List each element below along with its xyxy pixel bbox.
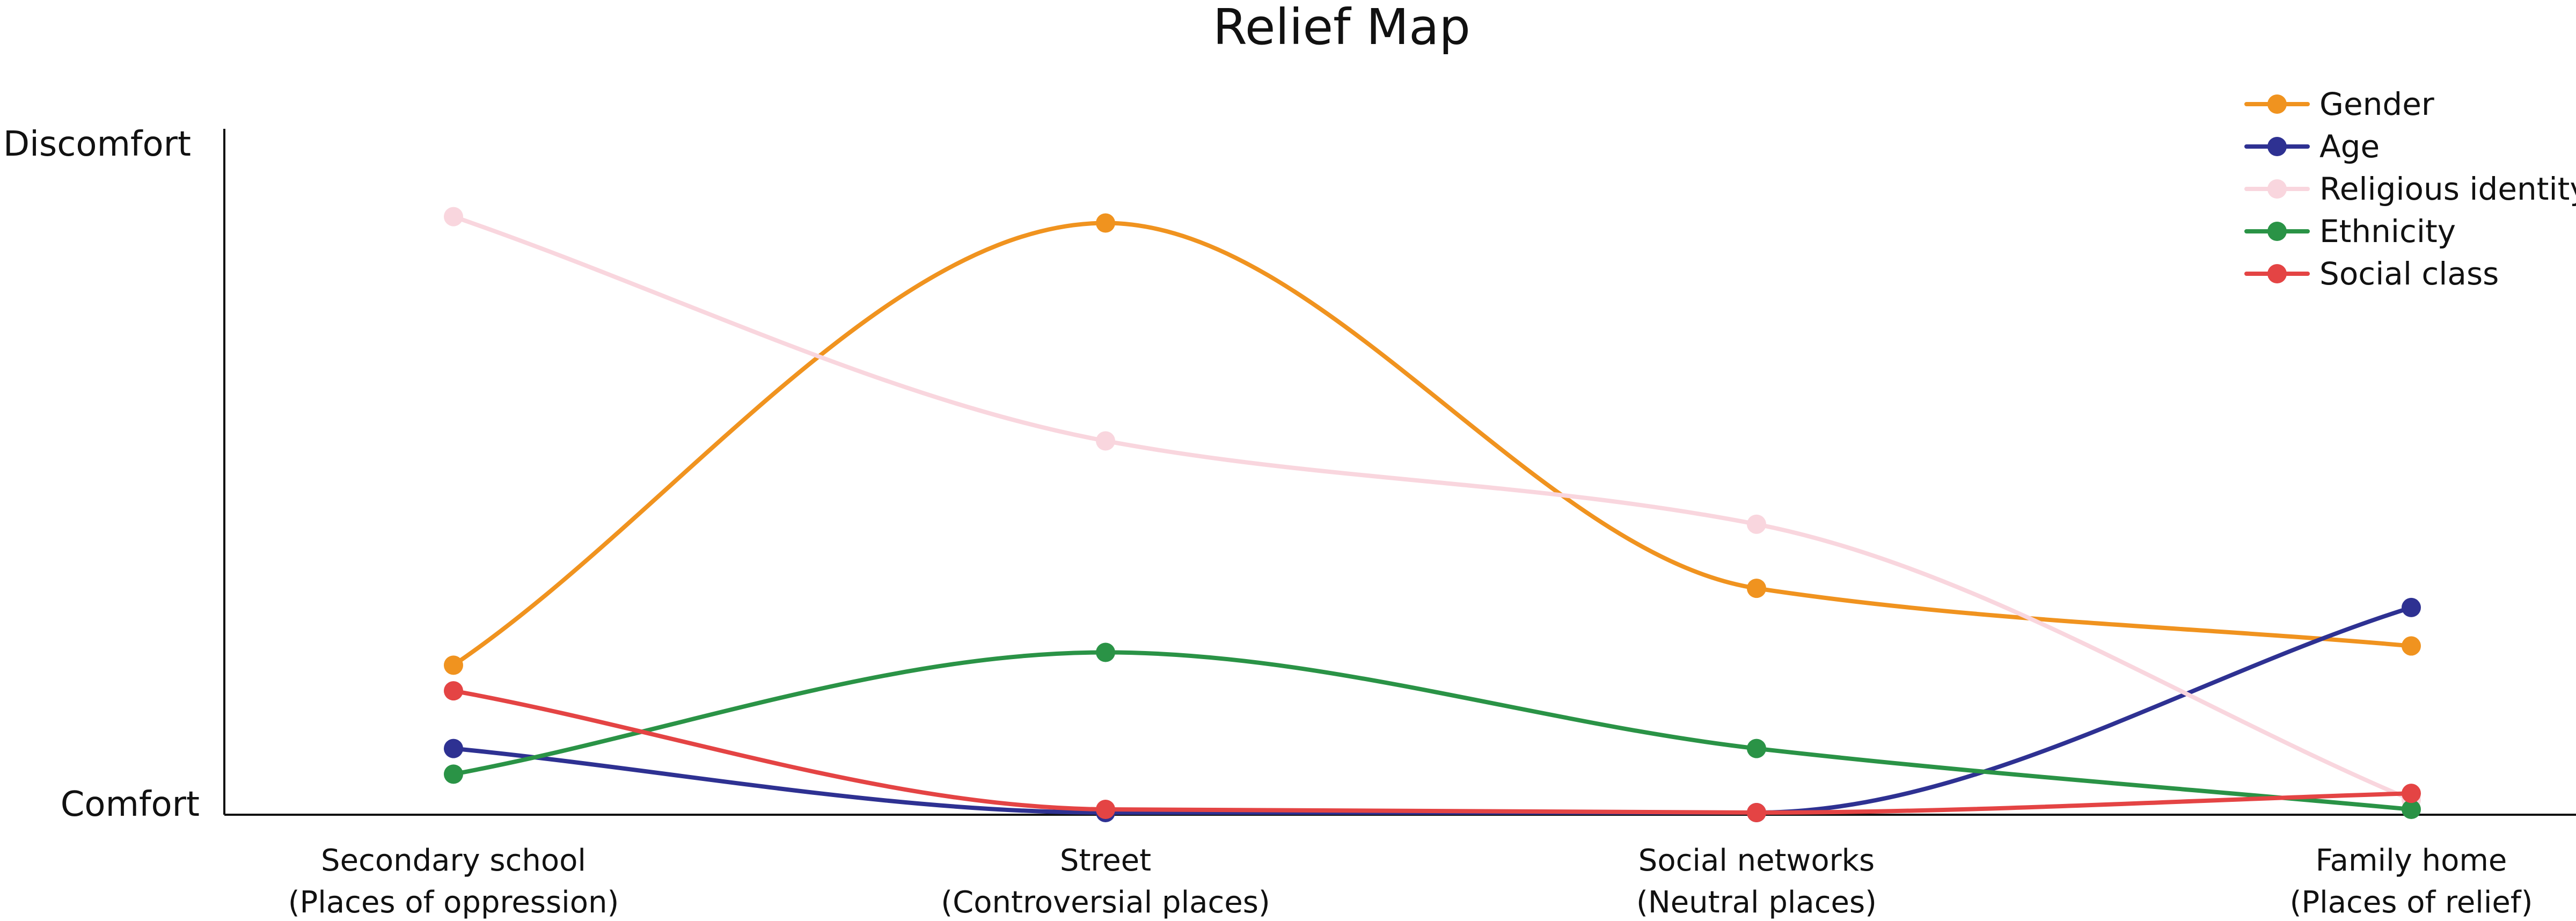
x-tick-label-line1: Street xyxy=(1060,843,1151,878)
data-point-gender-1 xyxy=(1096,213,1115,233)
data-point-age-0 xyxy=(444,739,463,758)
series-line-ethnicity xyxy=(451,650,2413,812)
legend-label: Gender xyxy=(2319,86,2434,122)
legend-item-age: Age xyxy=(2244,128,2380,165)
data-point-age-3 xyxy=(2402,597,2421,617)
legend-item-gender: Gender xyxy=(2244,86,2434,122)
data-point-gender-3 xyxy=(2402,636,2421,656)
data-point-ethnicity-0 xyxy=(444,764,463,784)
data-point-religious-identity-2 xyxy=(1747,514,1766,534)
legend-swatch-marker xyxy=(2267,94,2287,114)
data-point-ethnicity-1 xyxy=(1096,642,1115,662)
data-point-religious-identity-1 xyxy=(1096,431,1115,451)
x-tick-label-line2: (Controversial places) xyxy=(941,885,1270,920)
x-tick-label-line2: (Places of oppression) xyxy=(288,885,619,920)
series-line-social-class xyxy=(451,689,2413,815)
legend-label: Age xyxy=(2319,128,2380,165)
data-point-social-class-1 xyxy=(1096,800,1115,820)
data-point-social-class-2 xyxy=(1747,803,1766,822)
legend-swatch-marker xyxy=(2267,222,2287,241)
legend-item-religious-identity: Religious identity xyxy=(2244,171,2576,207)
series-line-religious-identity xyxy=(451,214,2413,802)
legend-swatch-marker xyxy=(2267,137,2287,156)
series-gender xyxy=(444,213,2421,675)
data-point-gender-2 xyxy=(1747,579,1766,598)
x-tick-label-line1: Social networks xyxy=(1638,843,1875,878)
legend-swatch-marker xyxy=(2267,264,2287,283)
series-layer xyxy=(444,207,2421,822)
y-axis-top-label: Discomfort xyxy=(3,125,191,164)
legend-swatch-marker xyxy=(2267,179,2287,199)
legend-item-social-class: Social class xyxy=(2244,255,2499,292)
series-social-class xyxy=(444,681,2421,822)
series-line-gender xyxy=(451,221,2413,668)
data-point-social-class-0 xyxy=(444,681,463,701)
x-tick-label-line1: Secondary school xyxy=(321,843,586,878)
chart-title: Relief Map xyxy=(1213,0,1470,56)
data-point-gender-0 xyxy=(444,655,463,675)
legend-label: Ethnicity xyxy=(2319,213,2456,250)
x-tick-label-line1: Family home xyxy=(2316,843,2507,878)
legend-item-ethnicity: Ethnicity xyxy=(2244,213,2456,250)
data-point-religious-identity-0 xyxy=(444,207,463,226)
data-point-social-class-3 xyxy=(2402,784,2421,803)
data-point-ethnicity-3 xyxy=(2402,800,2421,820)
x-tick-label-line2: (Neutral places) xyxy=(1636,885,1877,920)
y-axis-bottom-label: Comfort xyxy=(61,785,200,824)
series-ethnicity xyxy=(444,642,2421,820)
legend-label: Social class xyxy=(2319,255,2499,292)
series-age xyxy=(444,597,2421,822)
legend-label: Religious identity xyxy=(2319,171,2576,207)
data-point-ethnicity-2 xyxy=(1747,739,1766,758)
x-tick-labels: Secondary school (Places of oppression) St… xyxy=(288,843,2533,920)
x-tick-label-line2: (Places of relief) xyxy=(2290,885,2533,920)
